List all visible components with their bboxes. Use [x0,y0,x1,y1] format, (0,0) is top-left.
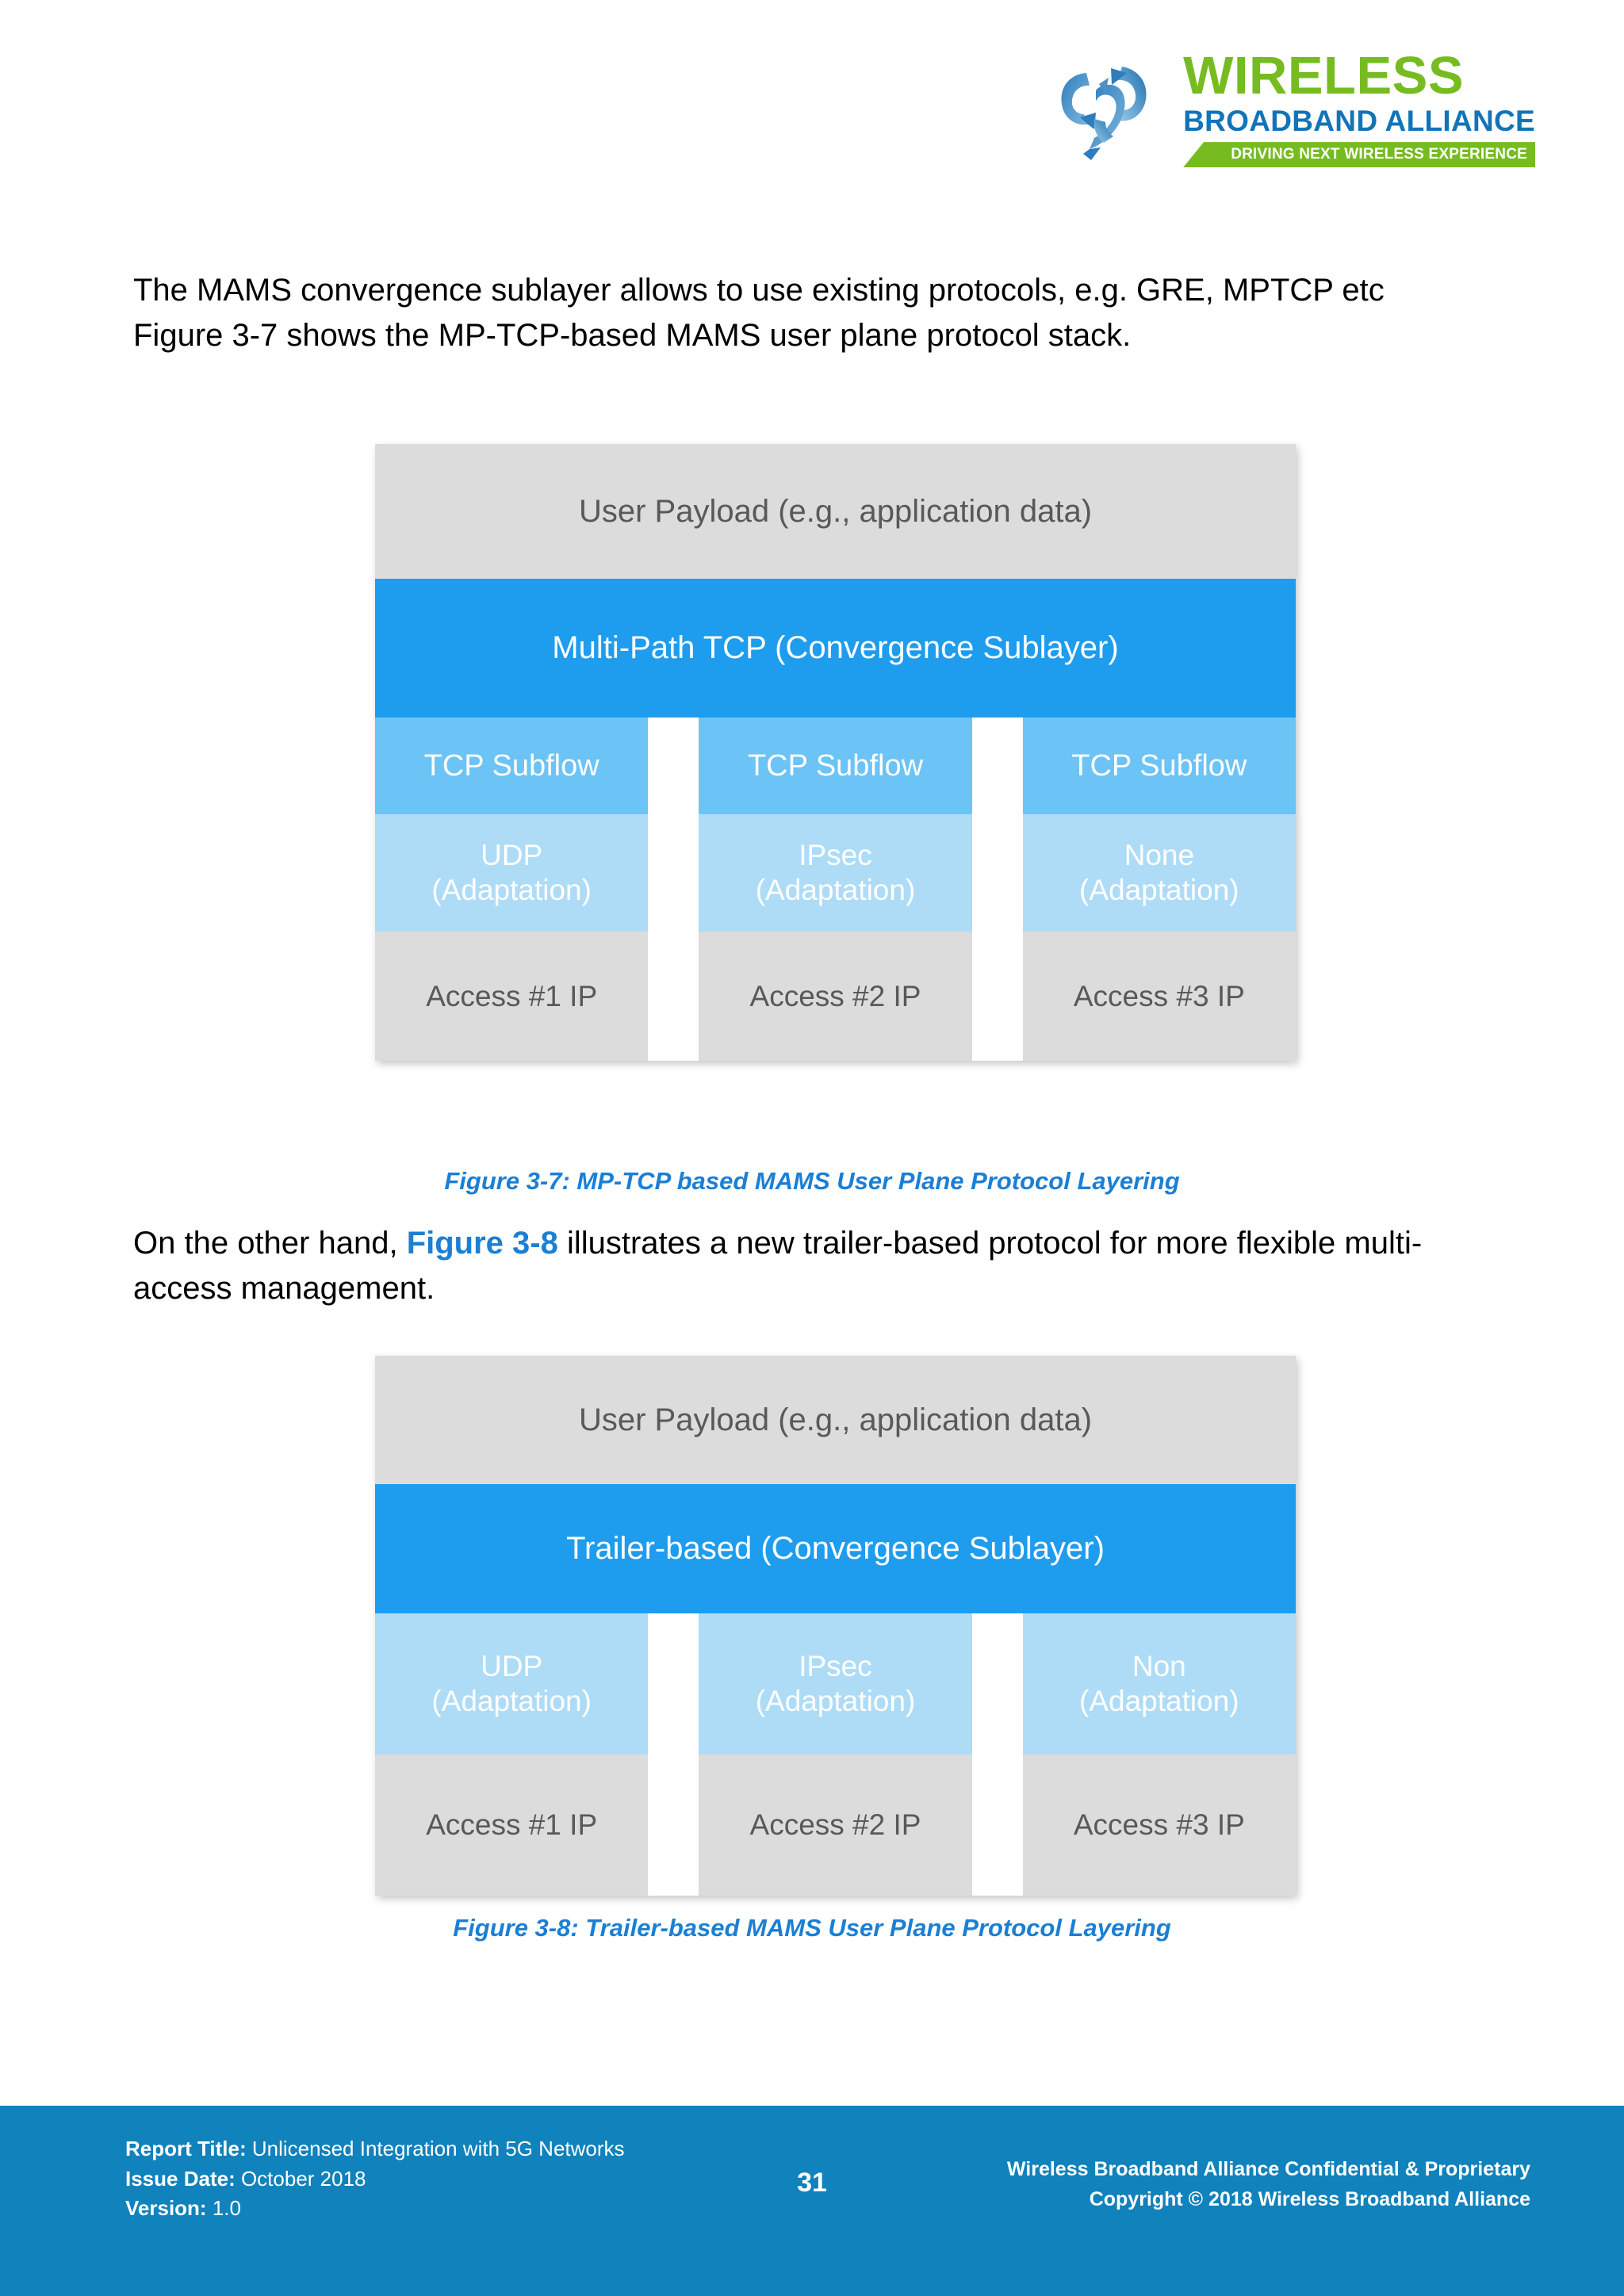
protocol-stack-diagram-figure-3-7: User Payload (e.g., application data) Mu… [375,444,1296,1061]
layer-convergence-sublayer: Multi-Path TCP (Convergence Sublayer) [375,579,1296,718]
footer-copyright-notice: Copyright © 2018 Wireless Broadband Alli… [1089,2187,1530,2210]
paragraph-1-line-2: Figure 3-7 shows the MP-TCP-based MAMS u… [133,317,1132,353]
access-columns: UDP (Adaptation) Access #1 IP IPsec (Ada… [375,1613,1296,1896]
cell-tcp-subflow: TCP Subflow [699,718,972,814]
logo-broadband-alliance-text: BROADBAND ALLIANCE [1183,104,1535,137]
access-columns: TCP Subflow UDP (Adaptation) Access #1 I… [375,718,1296,1061]
footer-report-title-row: Report Title: Unlicensed Integration wit… [125,2134,625,2164]
wba-arrows-logo-icon [1047,49,1166,168]
adaptation-suffix: (Adaptation) [755,1685,916,1717]
cell-tcp-subflow: TCP Subflow [375,718,649,814]
footer-confidential-notice: Wireless Broadband Alliance Confidential… [1006,2158,1530,2180]
access-column-3: TCP Subflow None (Adaptation) Access #3 … [1022,718,1296,1061]
footer-report-title-value: Unlicensed Integration with 5G Networks [246,2137,625,2160]
figure-caption-3-8: Figure 3-8: Trailer-based MAMS User Plan… [453,1914,1171,1942]
adaptation-suffix: (Adaptation) [1079,874,1239,906]
adaptation-protocol-name: UDP [481,839,543,872]
cell-adaptation: UDP (Adaptation) [375,1613,649,1755]
logo-tagline-text: DRIVING NEXT WIRELESS EXPERIENCE [1231,146,1527,163]
footer-version-value: 1.0 [206,2196,241,2221]
layer-user-payload: User Payload (e.g., application data) [375,444,1296,579]
figure-3-8-crossref-link[interactable]: Figure 3-8 [406,1226,558,1261]
cell-access-ip: Access #1 IP [375,1755,649,1896]
access-column-1: UDP (Adaptation) Access #1 IP [375,1613,649,1896]
adaptation-protocol-name: IPsec [799,1650,872,1683]
column-gap [971,718,1023,1061]
paragraph-2-text-after: illustrates a new trailer-based protocol… [557,1226,1423,1261]
adaptation-suffix: (Adaptation) [1079,1685,1239,1717]
footer-issue-date-row: Issue Date: October 2018 [125,2164,625,2195]
cell-access-ip: Access #2 IP [699,1755,972,1896]
layer-user-payload: User Payload (e.g., application data) [375,1356,1296,1484]
adaptation-suffix: (Adaptation) [755,874,916,906]
adaptation-suffix: (Adaptation) [431,1685,592,1717]
paragraph-1-line-1: The MAMS convergence sublayer allows to … [133,273,1385,308]
cell-adaptation: IPsec (Adaptation) [699,814,972,932]
cell-adaptation: None (Adaptation) [1022,814,1296,932]
cell-access-ip: Access #3 IP [1022,932,1296,1061]
cell-tcp-subflow: TCP Subflow [1022,718,1296,814]
footer-report-title-label: Report Title: [125,2137,247,2160]
page-footer: Report Title: Unlicensed Integration wit… [0,2106,1624,2296]
figure-caption-3-7: Figure 3-7: MP-TCP based MAMS User Plane… [444,1167,1180,1195]
cell-adaptation: IPsec (Adaptation) [699,1613,972,1755]
cell-access-ip: Access #3 IP [1022,1755,1296,1896]
paragraph-2-line-2: access management. [133,1270,435,1306]
access-column-3: Non (Adaptation) Access #3 IP [1022,1613,1296,1896]
footer-document-info: Report Title: Unlicensed Integration wit… [125,2134,625,2224]
adaptation-suffix: (Adaptation) [431,874,592,906]
logo-tagline-banner: DRIVING NEXT WIRELESS EXPERIENCE [1183,142,1535,168]
access-column-2: IPsec (Adaptation) Access #2 IP [699,1613,972,1896]
column-gap [648,718,699,1061]
column-gap [648,1613,699,1896]
column-gap [971,1613,1023,1896]
cell-access-ip: Access #1 IP [375,932,649,1061]
paragraph-trailer-based: On the other hand, Figure 3-8 illustrate… [133,1221,1501,1311]
protocol-stack-diagram-figure-3-8: User Payload (e.g., application data) Tr… [375,1356,1296,1896]
paragraph-2-text-before: On the other hand, [133,1226,407,1261]
footer-issue-date-label: Issue Date: [125,2166,236,2191]
logo-wireless-text: WIRELESS [1183,45,1465,105]
paragraph-mams-convergence: The MAMS convergence sublayer allows to … [133,268,1501,358]
layer-convergence-sublayer: Trailer-based (Convergence Sublayer) [375,1484,1296,1613]
adaptation-protocol-name: UDP [481,1650,543,1683]
adaptation-protocol-name: None [1124,839,1195,872]
adaptation-protocol-name: Non [1132,1650,1186,1683]
page-number: 31 [797,2168,827,2198]
footer-version-row: Version: 1.0 [125,2194,625,2224]
adaptation-protocol-name: IPsec [799,839,872,872]
footer-legal-info: Wireless Broadband Alliance Confidential… [1007,2155,1530,2214]
cell-adaptation: Non (Adaptation) [1022,1613,1296,1755]
footer-issue-date-value: October 2018 [235,2166,366,2191]
footer-version-label: Version: [125,2196,207,2221]
access-column-1: TCP Subflow UDP (Adaptation) Access #1 I… [375,718,649,1061]
wba-logo: WIRELESS BROADBAND ALLIANCE DRIVING NEXT… [1047,49,1535,168]
cell-access-ip: Access #2 IP [699,932,972,1061]
page-header: WIRELESS BROADBAND ALLIANCE DRIVING NEXT… [0,0,1624,238]
cell-adaptation: UDP (Adaptation) [375,814,649,932]
paragraph-2-line-1: On the other hand, Figure 3-8 illustrate… [133,1221,1501,1266]
access-column-2: TCP Subflow IPsec (Adaptation) Access #2… [699,718,972,1061]
